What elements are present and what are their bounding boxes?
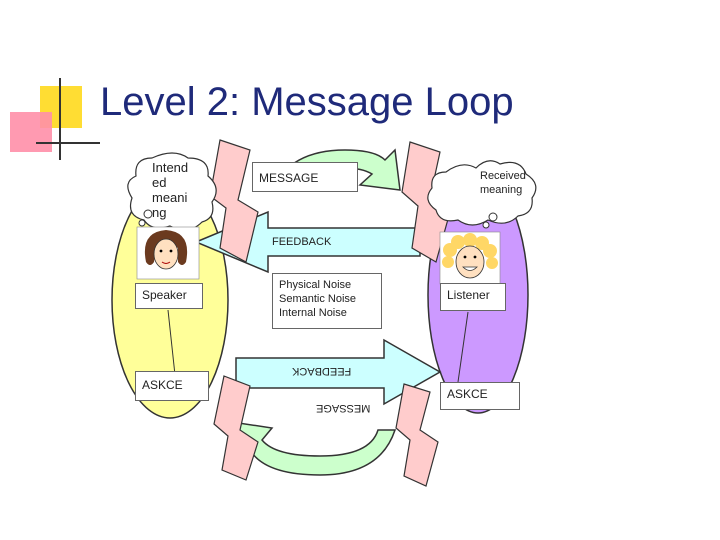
listener-thought-bubble-small (488, 212, 498, 222)
deco-pink-square (10, 112, 52, 152)
speaker-askce-box: ASKCE (135, 371, 209, 401)
message-top-box: MESSAGE (252, 162, 358, 192)
title-decoration (0, 0, 100, 170)
speaker-pointer-line (167, 309, 176, 376)
feedback-bottom-label: FEEDBACK (292, 365, 352, 377)
speaker-avatar-icon (136, 226, 200, 280)
listener-askce-label: ASKCE (447, 387, 488, 401)
message-bottom-label: MESSAGE (316, 402, 371, 414)
listener-thought-bubble-tiny (482, 221, 490, 229)
noise-bolt-top-right-icon (401, 141, 451, 263)
listener-label-box: Listener (440, 283, 506, 311)
noise-physical-label: Physical Noise (279, 279, 352, 291)
listener-thought-cloud (427, 160, 537, 226)
noise-bolt-bottom-right-icon (395, 383, 439, 487)
noise-box: Physical Noise Semantic Noise Internal N… (272, 273, 382, 329)
message-top-label: MESSAGE (259, 171, 319, 185)
noise-semantic-label: Semantic Noise (279, 293, 357, 305)
noise-internal-label: Internal Noise (279, 307, 347, 319)
listener-avatar-icon (439, 231, 501, 285)
slide-title: Level 2: Message Loop (100, 80, 514, 124)
listener-label: Listener (447, 288, 490, 302)
noise-bolt-top-left-icon (209, 139, 259, 263)
noise-bolt-bottom-left-icon (213, 375, 259, 481)
speaker-thought-bubble-tiny (138, 219, 146, 227)
speaker-thought-text: Intend ed meani ng (152, 160, 189, 220)
speaker-label-box: Speaker (135, 283, 203, 309)
speaker-label: Speaker (142, 288, 187, 302)
listener-pointer-line (457, 311, 469, 383)
feedback-top-label: FEEDBACK (272, 236, 332, 248)
listener-thought-text: Received meaning (480, 170, 526, 196)
speaker-askce-label: ASKCE (142, 378, 183, 392)
listener-askce-box: ASKCE (440, 382, 520, 410)
speaker-thought-bubble-small (143, 209, 153, 219)
